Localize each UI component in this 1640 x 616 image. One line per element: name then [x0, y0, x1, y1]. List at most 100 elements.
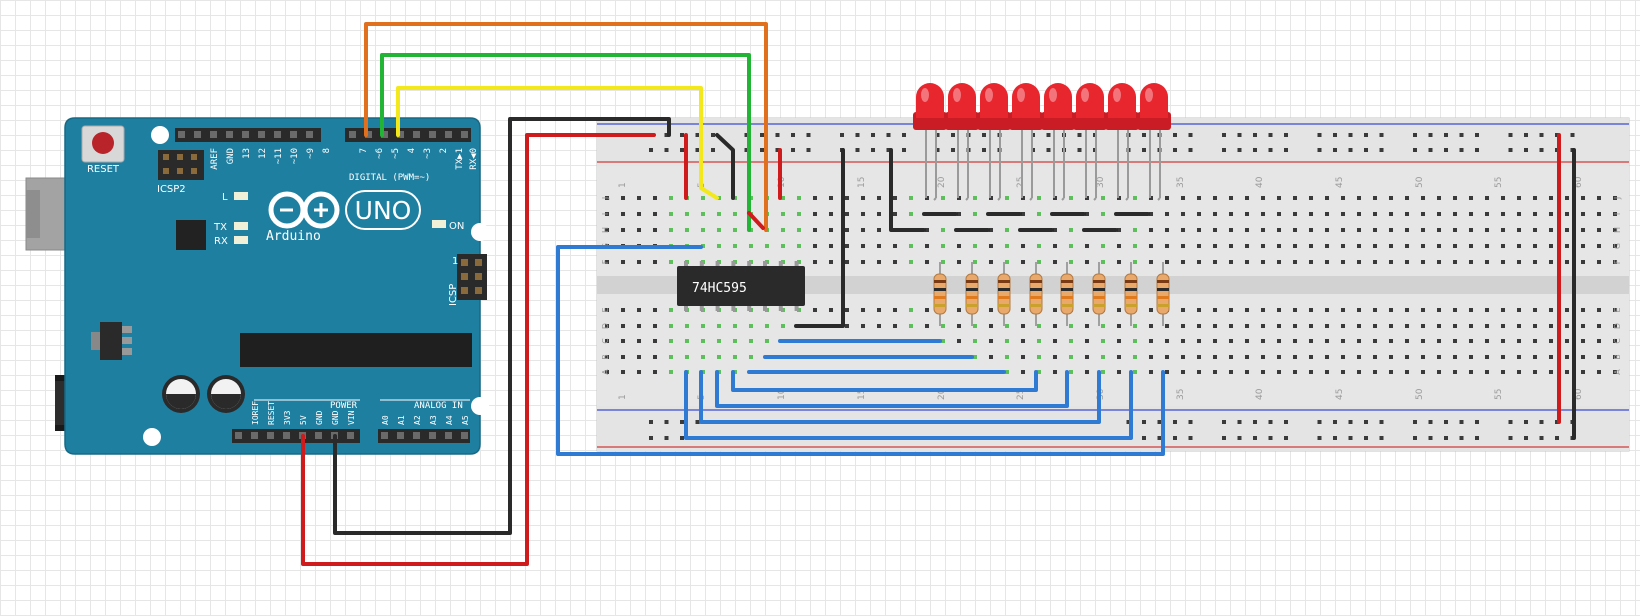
breadboard-hole [1149, 212, 1153, 216]
header-pin[interactable] [306, 131, 313, 138]
header-pin[interactable] [283, 432, 290, 439]
led-rx [234, 236, 248, 244]
wire-blue[interactable] [699, 370, 1101, 424]
wire-green[interactable] [380, 53, 751, 232]
header-pin[interactable] [242, 131, 249, 138]
breadboard-hole [1197, 308, 1201, 312]
header-pin[interactable] [381, 432, 388, 439]
header-pin[interactable] [210, 131, 217, 138]
header-pin[interactable] [429, 131, 436, 138]
breadboard-hole [845, 196, 849, 200]
rail-hole [1284, 436, 1288, 440]
rail-hole [886, 133, 891, 137]
led[interactable] [945, 83, 979, 201]
wire-black[interactable] [715, 133, 735, 200]
header-pin[interactable] [194, 131, 201, 138]
rail-hole [982, 148, 986, 152]
resistor[interactable] [1092, 262, 1106, 326]
breadboard-hole [1421, 196, 1425, 200]
breadboard-hole [1021, 260, 1025, 264]
power-pin-label: 5V [299, 415, 308, 425]
wire-blue[interactable] [556, 245, 1165, 456]
header-pin[interactable] [235, 432, 242, 439]
reset-button[interactable] [81, 125, 125, 163]
resistor[interactable] [997, 262, 1011, 326]
breadboard-hole [829, 196, 833, 200]
header-pin[interactable] [267, 432, 274, 439]
breadboard-hole [717, 228, 721, 232]
wire-red[interactable] [747, 211, 765, 230]
header-pin[interactable] [315, 432, 322, 439]
breadboard-hole [1101, 355, 1105, 359]
header-pin[interactable] [365, 131, 372, 138]
header-pin[interactable] [445, 131, 452, 138]
resistor[interactable] [1060, 262, 1074, 326]
wire-blue[interactable] [684, 370, 1133, 440]
led[interactable] [913, 83, 947, 201]
column-number: 15 [857, 389, 867, 400]
header-pin[interactable] [397, 432, 404, 439]
breadboard-hole [1245, 212, 1249, 216]
breadboard-hole [1213, 228, 1217, 232]
wire-black[interactable] [333, 117, 671, 535]
breadboard-hole [621, 228, 625, 232]
header-pin[interactable] [429, 432, 436, 439]
header-pin[interactable] [347, 432, 354, 439]
header-pin[interactable] [461, 131, 468, 138]
breadboard-hole [1517, 355, 1521, 359]
header-pin[interactable] [445, 432, 452, 439]
wire-orange[interactable] [364, 22, 768, 232]
wire-blue[interactable] [715, 370, 1069, 408]
header-pin[interactable] [461, 432, 468, 439]
breadboard-hole [813, 244, 817, 248]
wire-black[interactable] [889, 148, 926, 232]
rail-hole [695, 148, 700, 152]
breadboard-hole [893, 260, 897, 264]
header-pin[interactable] [381, 131, 388, 138]
led[interactable] [1073, 83, 1107, 201]
breadboard-hole [1485, 244, 1489, 248]
header-pin[interactable] [397, 131, 404, 138]
row-letter: E [601, 307, 610, 312]
header-pin[interactable] [274, 131, 281, 138]
wire-black[interactable] [794, 148, 845, 328]
led[interactable] [977, 83, 1011, 201]
breadboard-hole [1245, 370, 1249, 374]
resistor[interactable] [1156, 262, 1170, 326]
header-pin[interactable] [178, 131, 185, 138]
header-pin[interactable] [413, 131, 420, 138]
header-pin[interactable] [413, 432, 420, 439]
breadboard-hole [829, 308, 833, 312]
breadboard-hole [653, 212, 657, 216]
resistor[interactable] [1124, 262, 1138, 326]
breadboard-hole [1005, 324, 1009, 328]
led[interactable] [1137, 83, 1171, 201]
breadboard-hole [1325, 260, 1329, 264]
breadboard-hole [1437, 339, 1441, 343]
digital-pin-label: TX▶1 [455, 148, 465, 170]
breadboard-hole [1389, 355, 1393, 359]
breadboard-hole [1069, 244, 1073, 248]
led[interactable] [1105, 83, 1139, 201]
header-pin[interactable] [226, 131, 233, 138]
breadboard-hole [1245, 355, 1249, 359]
breadboard-hole [749, 355, 753, 359]
led[interactable] [1009, 83, 1043, 201]
breadboard-hole [893, 244, 897, 248]
header-pin[interactable] [290, 131, 297, 138]
header-pin[interactable] [251, 432, 258, 439]
resistor[interactable] [1029, 262, 1043, 326]
breadboard-hole [1197, 370, 1201, 374]
wire-yellow[interactable] [396, 86, 719, 200]
resistor[interactable] [965, 262, 979, 326]
breadboard-hole [1005, 355, 1009, 359]
header-pin[interactable] [258, 131, 265, 138]
led[interactable] [1041, 83, 1075, 201]
rail-hole [1459, 133, 1464, 137]
breadboard-hole [1469, 196, 1473, 200]
resistor[interactable] [933, 262, 947, 326]
header-pin[interactable] [349, 131, 356, 138]
wire-red[interactable] [301, 133, 656, 566]
breadboard-hole [1437, 228, 1441, 232]
wire-blue[interactable] [731, 370, 1038, 392]
